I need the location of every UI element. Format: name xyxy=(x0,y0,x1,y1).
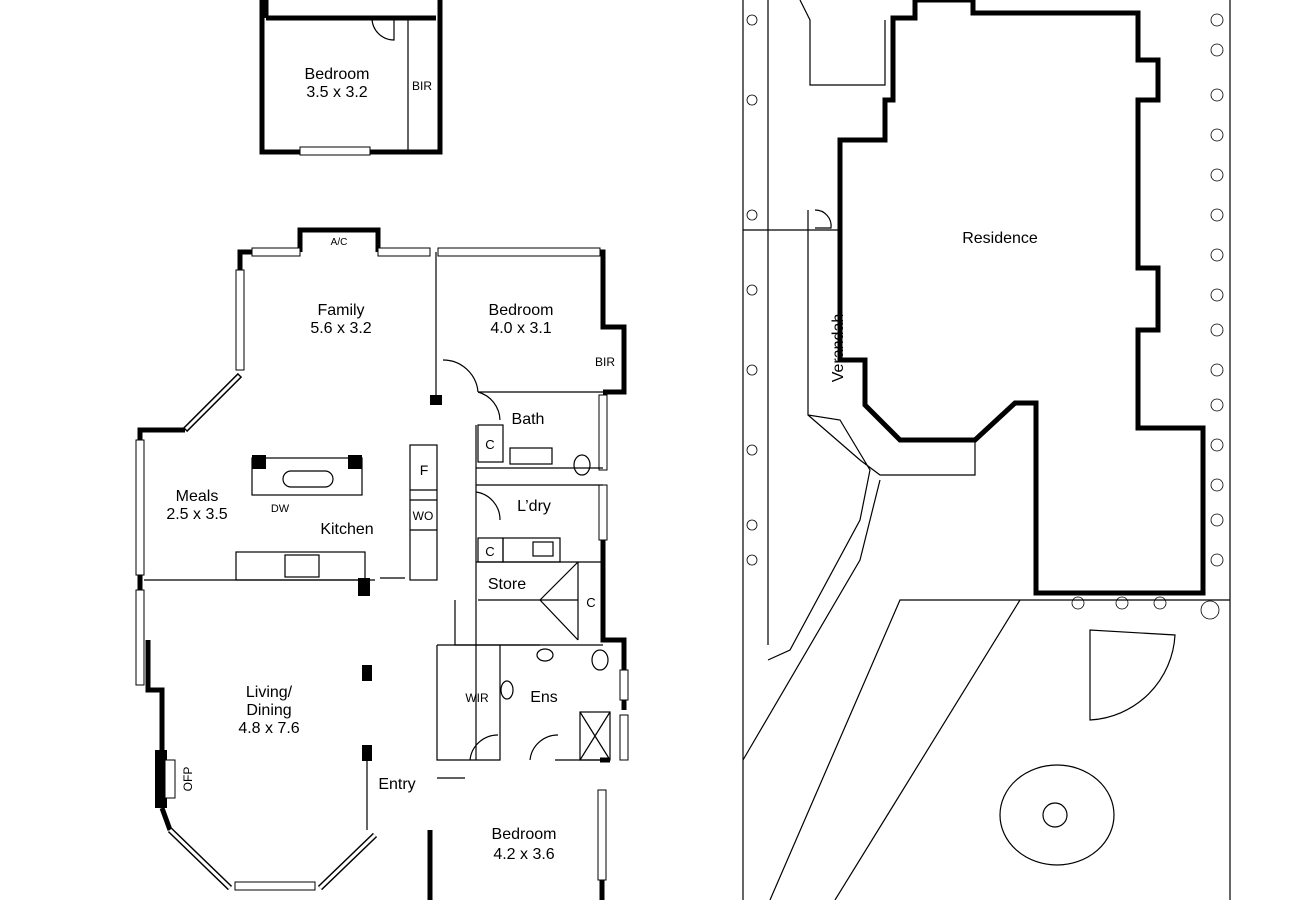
bedroom3-size: 4.2 x 3.6 xyxy=(493,846,554,863)
bath-cupboard-label: C xyxy=(485,437,494,452)
ac-label: A/C xyxy=(331,237,348,248)
family-label: Family xyxy=(317,302,364,319)
bedroom2-label: Bedroom xyxy=(489,302,554,319)
entry-label: Entry xyxy=(378,776,415,793)
laundry-label: L’dry xyxy=(517,498,551,515)
main-house-walls xyxy=(135,227,629,900)
store-label: Store xyxy=(488,576,526,593)
bir2-label: BIR xyxy=(595,355,615,369)
fridge-label: F xyxy=(420,462,429,478)
wir-label: WIR xyxy=(465,691,489,705)
upper-bedroom-label: Bedroom xyxy=(305,66,370,83)
site-plan xyxy=(742,0,1231,900)
bath-label: Bath xyxy=(512,411,545,428)
laundry-cupboard-label: C xyxy=(485,544,494,559)
ensuite-label: Ens xyxy=(530,689,558,706)
kitchen-label: Kitchen xyxy=(320,521,373,538)
verandah-label: Verandah xyxy=(830,314,847,383)
meals-label: Meals xyxy=(176,488,219,505)
upper-bedroom-walls xyxy=(259,0,443,156)
ofp-label: OFP xyxy=(181,767,195,792)
dishwasher-label: DW xyxy=(271,503,290,515)
living-label-2: Dining xyxy=(246,702,291,719)
bedroom3-label: Bedroom xyxy=(492,826,557,843)
living-label-1: Living/ xyxy=(246,684,293,701)
wall-oven-label: WO xyxy=(413,509,434,523)
interior-walls xyxy=(144,252,611,830)
family-size: 5.6 x 3.2 xyxy=(310,320,371,337)
stair-cupboard-label: C xyxy=(586,595,595,610)
bedroom2-size: 4.0 x 3.1 xyxy=(490,320,551,337)
upper-bedroom-size: 3.5 x 3.2 xyxy=(306,84,367,101)
living-size: 4.8 x 7.6 xyxy=(238,720,299,737)
meals-size: 2.5 x 3.5 xyxy=(166,506,227,523)
upper-bir-label: BIR xyxy=(412,79,432,93)
residence-label: Residence xyxy=(962,230,1038,247)
